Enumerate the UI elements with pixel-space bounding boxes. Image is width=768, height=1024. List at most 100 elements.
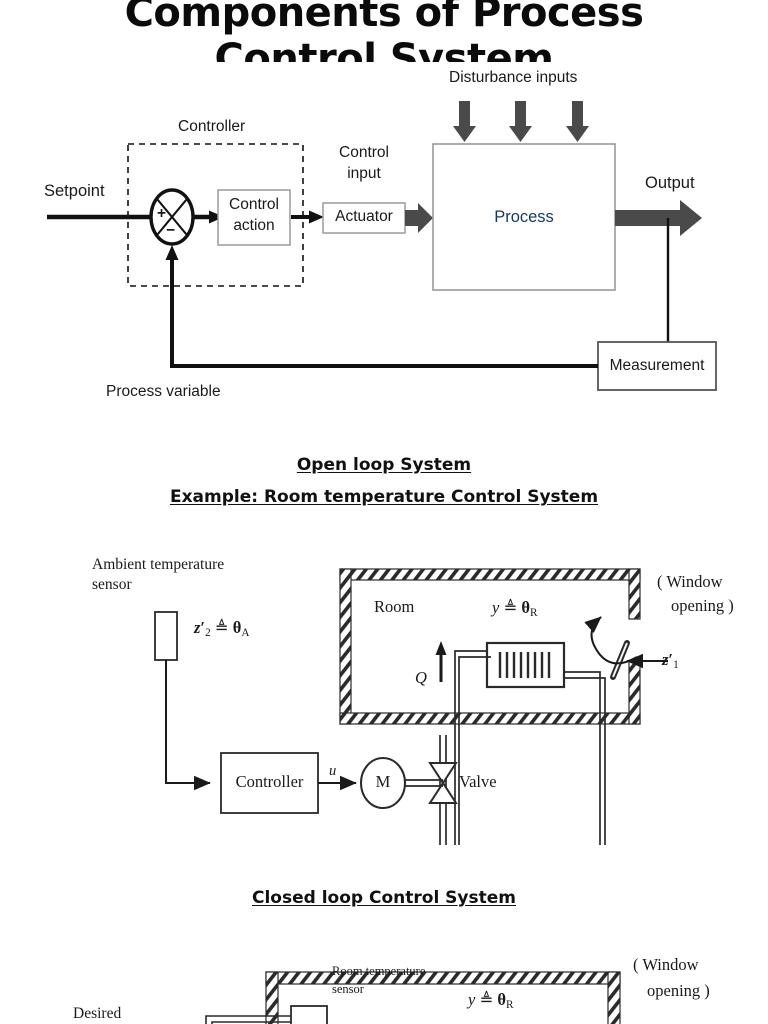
label-ambient-symbol-z: z	[194, 618, 201, 637]
label-ambient-symbol: z′2 ≜ θA	[194, 618, 250, 640]
label-window-symbol-z: z	[662, 650, 669, 669]
label-window-opening-2-line-2: opening )	[647, 981, 710, 1000]
room-wall-right-upper	[628, 568, 641, 620]
label-control-input-line-2: input	[347, 165, 381, 182]
label-room-symbol-rel-2: ≜	[479, 990, 494, 1009]
diagram-closed-loop-clip	[0, 928, 768, 1024]
diagram-open-loop-room	[154, 568, 668, 845]
label-window-symbol-z1: z′1	[662, 650, 679, 672]
label-setpoint: Setpoint	[44, 182, 105, 200]
disturbance-arrows	[453, 101, 589, 142]
caption-open-loop-example: Example: Room temperature Control System	[0, 487, 768, 507]
label-output: Output	[645, 174, 695, 192]
label-window-opening-2-line-1: ( Window	[633, 955, 699, 974]
label-room-symbol-theta-sub: R	[530, 607, 538, 620]
disturbance-arrow-3	[566, 101, 589, 142]
label-room-symbol-theta: θ	[521, 598, 531, 617]
page-title-clip: Components of Process Control System	[0, 0, 768, 62]
label-motor: M	[375, 772, 391, 791]
label-ambient-sensor-line-2: sensor	[92, 576, 132, 593]
label-window-symbol-z-sub: 1	[673, 659, 679, 672]
label-ambient-symbol-rel: ≜	[214, 618, 229, 637]
label-control-signal-u: u	[329, 763, 337, 779]
caption-open-loop: Open loop System	[0, 455, 768, 475]
ambient-sensor-to-controller	[165, 660, 211, 791]
radiator-fins	[498, 652, 551, 678]
radiator-box	[485, 641, 566, 689]
disturbance-arrow-1	[453, 101, 476, 142]
diagram-closed-loop-room	[205, 971, 621, 1024]
output-arrow	[615, 200, 702, 236]
control-action-box	[217, 189, 291, 246]
label-room-symbol-y: y	[492, 598, 500, 617]
label-room-sensor-line-1: Room temperature	[332, 964, 426, 978]
label-sum-minus: −	[166, 222, 176, 239]
room-sensor-wire	[205, 1015, 291, 1024]
label-room-symbol-y-2: y	[468, 990, 476, 1009]
label-valve: Valve	[459, 772, 497, 791]
label-room-symbol-theta-sub-2: R	[506, 999, 514, 1012]
label-ambient-sensor-line-1: Ambient temperature	[92, 556, 225, 573]
label-control-action-line-2: action	[233, 217, 275, 234]
label-room-symbol-2: y ≜ θR	[468, 990, 514, 1011]
label-room-symbol-rel: ≜	[503, 598, 518, 617]
label-disturbance-inputs: Disturbance inputs	[449, 69, 578, 86]
room-wall-top	[339, 568, 641, 581]
room-temperature-sensor-box	[290, 1005, 328, 1024]
label-ambient-temperature-sensor: Ambient temperature sensor	[92, 555, 224, 595]
ambient-sensor-box	[154, 611, 178, 661]
room-wall-left-2	[265, 971, 279, 1024]
label-control-action: Control action	[218, 194, 290, 236]
label-room: Room	[374, 597, 415, 616]
label-control-input: Control input	[322, 142, 406, 184]
label-room-sensor-line-2: sensor	[332, 982, 364, 996]
label-ambient-symbol-theta: θ	[232, 618, 242, 637]
page-title-line-2: Control System	[214, 36, 554, 62]
label-measurement: Measurement	[609, 357, 705, 374]
label-room-temperature-sensor: Room temperature sensor	[332, 962, 425, 998]
label-process: Process	[494, 208, 554, 226]
summing-junction-cross	[156, 198, 188, 236]
measurement-box	[597, 341, 717, 391]
room-wall-right-2	[607, 971, 621, 1024]
label-ambient-symbol-z-sub: 2	[205, 627, 211, 640]
page-title: Components of Process Control System	[0, 0, 768, 62]
room-wall-right-lower	[628, 660, 641, 725]
valve-symbol	[428, 762, 458, 804]
window-opening-curve	[584, 616, 638, 665]
label-process-variable: Process variable	[106, 383, 221, 400]
actuator-to-process-arrow	[405, 203, 433, 233]
label-sum-plus: +	[157, 205, 167, 222]
label-ambient-symbol-theta-sub: A	[241, 627, 250, 640]
label-window-opening-line-1: ( Window	[657, 572, 723, 591]
feedback-path	[170, 256, 598, 368]
room-wall-top-2	[265, 971, 621, 985]
process-box	[432, 143, 616, 291]
room-walls	[339, 568, 641, 725]
caption-open-loop-example-text: Example: Room temperature Control System	[169, 487, 599, 507]
diagram-process-control-block	[47, 101, 717, 391]
caption-open-loop-text: Open loop System	[296, 455, 472, 475]
label-control-input-line-1: Control	[339, 144, 389, 161]
heating-pipes	[454, 650, 606, 845]
controller-box	[220, 752, 319, 814]
room-wall-bottom	[339, 712, 641, 725]
label-actuator: Actuator	[335, 208, 393, 225]
actuator-box	[322, 202, 406, 234]
motor-circle	[360, 757, 406, 809]
motor-valve-shaft	[405, 779, 443, 787]
room-wall-left	[339, 568, 352, 725]
label-desired: Desired	[73, 1005, 122, 1022]
label-window-opening-2: ( Window opening )	[633, 952, 710, 1004]
label-controller-2: Controller	[235, 772, 304, 791]
page-title-line-1: Components of Process	[124, 0, 644, 36]
caption-closed-loop: Closed loop Control System	[0, 888, 768, 908]
label-room-symbol-theta-2: θ	[497, 990, 507, 1009]
label-heat-flow-Q: Q	[415, 668, 427, 687]
caption-closed-loop-text: Closed loop Control System	[252, 888, 516, 908]
disturbance-arrow-2	[509, 101, 532, 142]
label-window-opening-line-2: opening )	[671, 596, 734, 615]
window-flap-inner	[612, 642, 628, 678]
label-room-symbol: y ≜ θR	[492, 598, 538, 619]
